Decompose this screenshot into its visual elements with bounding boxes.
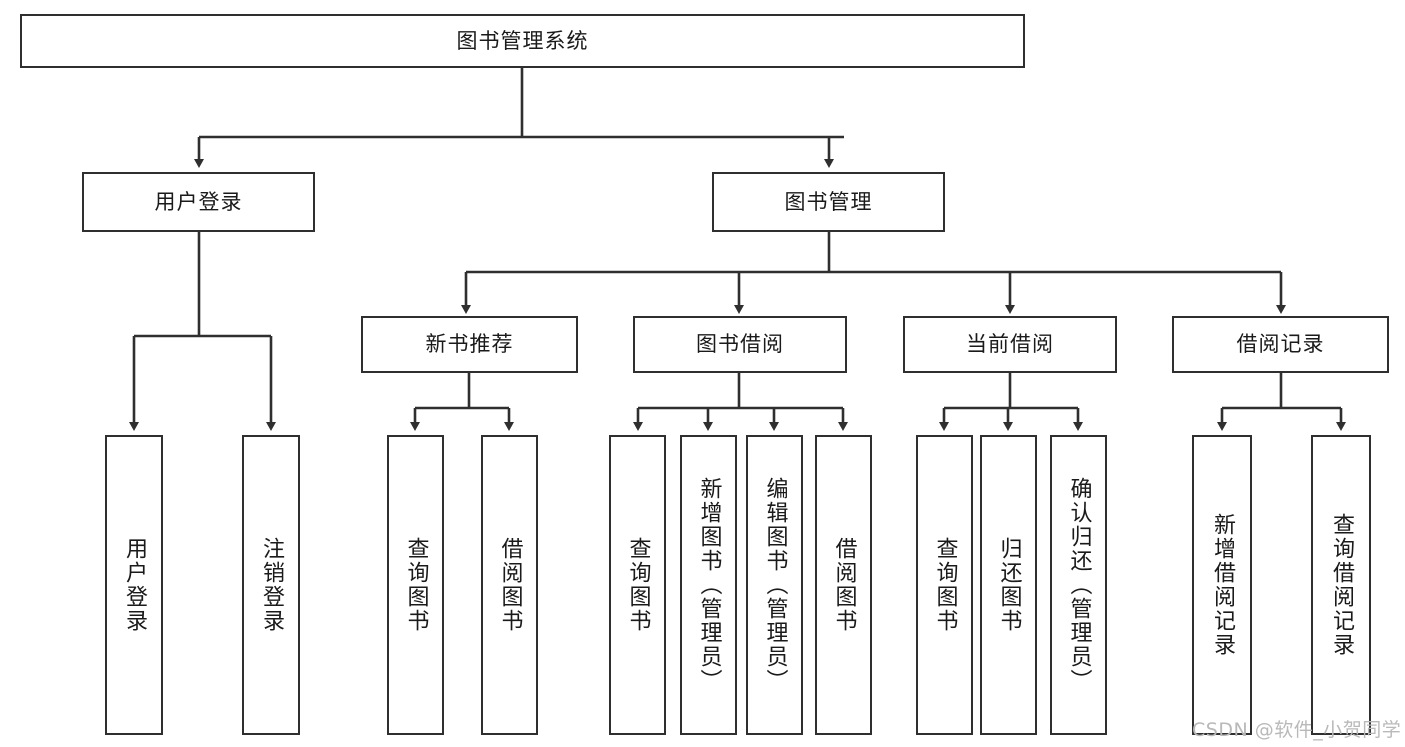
node-book-manage[interactable]: 图书管理 [712, 172, 945, 232]
leaf-logout-label: 注销登录 [258, 537, 284, 633]
leaf-add-record[interactable]: 新增借阅记录 [1192, 435, 1252, 735]
leaf-borrow-book-1-label: 借阅图书 [497, 537, 523, 633]
node-borrow-record[interactable]: 借阅记录 [1172, 316, 1389, 373]
node-root[interactable]: 图书管理系统 [20, 14, 1025, 68]
leaf-user-login-label: 用户登录 [121, 537, 147, 633]
node-user-login[interactable]: 用户登录 [82, 172, 315, 232]
leaf-return-book[interactable]: 归还图书 [980, 435, 1037, 735]
node-borrow-record-label: 借阅记录 [1236, 332, 1325, 357]
leaf-query-book-2-label: 查询图书 [625, 537, 651, 633]
leaf-borrow-book-1[interactable]: 借阅图书 [481, 435, 538, 735]
leaf-query-book-3[interactable]: 查询图书 [916, 435, 973, 735]
leaf-logout[interactable]: 注销登录 [242, 435, 300, 735]
leaf-borrow-book-2[interactable]: 借阅图书 [815, 435, 872, 735]
leaf-query-book-1[interactable]: 查询图书 [387, 435, 444, 735]
leaf-add-book[interactable]: 新增图书（管理员） [680, 435, 737, 735]
node-current-borrow-label: 当前借阅 [966, 332, 1054, 357]
node-book-manage-label: 图书管理 [784, 189, 873, 214]
node-current-borrow[interactable]: 当前借阅 [903, 316, 1117, 373]
leaf-add-record-label: 新增借阅记录 [1209, 513, 1235, 657]
leaf-add-book-label: 新增图书（管理员） [696, 477, 722, 693]
node-book-borrow-label: 图书借阅 [696, 332, 784, 357]
watermark: CSDN @软件_小贺同学 [1192, 719, 1402, 741]
leaf-edit-book-label: 编辑图书（管理员） [762, 477, 788, 693]
node-new-book-recommend-label: 新书推荐 [425, 332, 514, 357]
leaf-user-login[interactable]: 用户登录 [105, 435, 163, 735]
node-user-login-label: 用户登录 [154, 189, 243, 214]
leaf-query-record[interactable]: 查询借阅记录 [1311, 435, 1371, 735]
leaf-query-book-1-label: 查询图书 [403, 537, 429, 633]
leaf-query-book-2[interactable]: 查询图书 [609, 435, 666, 735]
leaf-query-book-3-label: 查询图书 [932, 537, 958, 633]
leaf-query-record-label: 查询借阅记录 [1328, 513, 1354, 657]
leaf-edit-book[interactable]: 编辑图书（管理员） [746, 435, 803, 735]
node-new-book-recommend[interactable]: 新书推荐 [361, 316, 578, 373]
leaf-confirm-return-label: 确认归还（管理员） [1066, 477, 1092, 693]
leaf-borrow-book-2-label: 借阅图书 [831, 537, 857, 633]
node-root-label: 图书管理系统 [456, 28, 589, 53]
leaf-return-book-label: 归还图书 [996, 537, 1022, 633]
node-book-borrow[interactable]: 图书借阅 [633, 316, 847, 373]
leaf-confirm-return[interactable]: 确认归还（管理员） [1050, 435, 1107, 735]
